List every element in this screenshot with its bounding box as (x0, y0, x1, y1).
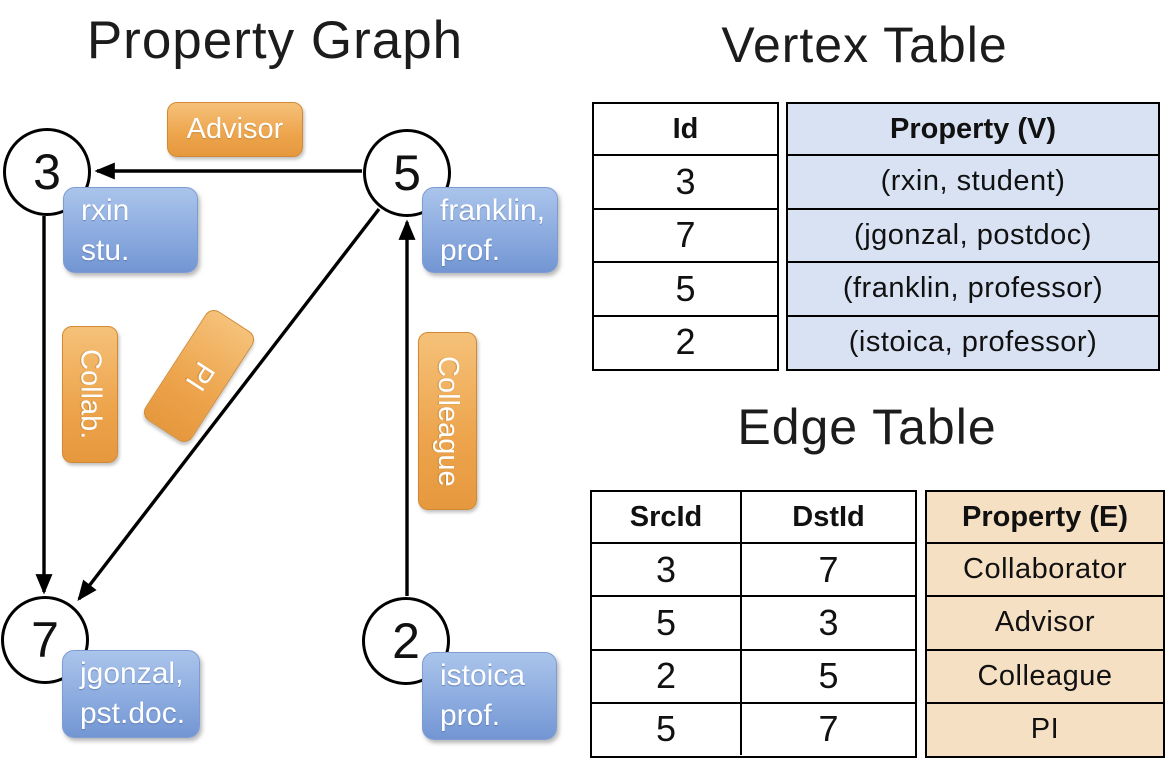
edge-table-row: 3 7 (592, 542, 915, 596)
edge-table-header-srcid: SrcId (592, 492, 742, 542)
vertex-table-id-cell: 7 (594, 207, 777, 262)
node-5-id: 5 (393, 145, 421, 201)
edge-table-header-property: Property (E) (962, 500, 1128, 533)
vertex-table-id-cell: 5 (594, 261, 777, 315)
graph-node-5: 5 (363, 129, 451, 217)
vertex-table-property-cell: (franklin, professor) (788, 261, 1158, 315)
edge-table-row: 5 7 (592, 701, 915, 755)
vertex-property-line: prof. (440, 233, 501, 267)
vertex-table-id-cell: 3 (594, 154, 777, 208)
edge-table-row: 2 5 (592, 648, 915, 702)
edge-table-dst-cell: 7 (818, 708, 839, 750)
vertex-table-id-cell: 2 (594, 314, 777, 369)
vertex-property-box-istoica: istoica prof. (422, 652, 557, 740)
edge-table-src-cell: 5 (592, 703, 742, 755)
vertex-property-box-jgonzal: jgonzal, pst.doc. (62, 650, 200, 738)
edge-table-property-cell: Colleague (927, 648, 1163, 702)
node-2-id: 2 (392, 613, 420, 669)
graph-edges-canvas (35, 162, 416, 602)
edge-table-dst-cell: 7 (818, 548, 839, 590)
edge-table-header-dstid: DstId (792, 500, 865, 533)
edge-table-id-columns: SrcId DstId 3 7 5 3 2 5 5 7 (590, 490, 917, 758)
edge-table-src-cell: 2 (592, 650, 742, 702)
graph-node-2: 2 (362, 597, 450, 685)
edge-table-dst-cell: 5 (818, 655, 839, 697)
vertex-table-property-cell: (jgonzal, postdoc) (788, 207, 1158, 262)
vertex-table-property-cell: (istoica, professor) (788, 314, 1158, 369)
edge-table-header-row: SrcId DstId (592, 492, 915, 542)
vertex-table-header-property: Property (V) (890, 112, 1056, 145)
vertex-property-line: prof. (440, 698, 501, 732)
vertex-property-line: pst.doc. (80, 696, 186, 730)
edge-arrow-5-to-7 (77, 207, 381, 602)
vertex-property-box-rxin: rxin stu. (63, 187, 198, 273)
edge-table-title: Edge Table (737, 399, 997, 455)
edge-table-property-cell: Advisor (927, 595, 1163, 648)
edge-table-row: 5 3 (592, 595, 915, 649)
vertex-table-title: Vertex Table (721, 17, 1008, 73)
edge-table-src-cell: 3 (592, 544, 742, 596)
property-graph-title: Property Graph (86, 11, 464, 70)
vertex-table-property-cell: (rxin, student) (788, 154, 1158, 208)
edge-label-advisor: Advisor (167, 102, 303, 157)
vertex-table-property-column: Property (V) (rxin, student) (jgonzal, p… (786, 102, 1160, 371)
node-3-id: 3 (33, 144, 61, 200)
edge-table-dst-cell: 3 (818, 601, 839, 643)
edge-label-colleague: Colleague (418, 332, 477, 510)
edge-table-src-cell: 5 (592, 597, 742, 649)
vertex-property-box-franklin: franklin, prof. (422, 187, 558, 273)
vertex-property-line: franklin, (440, 194, 546, 227)
node-7-id: 7 (31, 612, 59, 668)
vertex-table-id-column: Id 3 7 5 2 (592, 102, 779, 371)
edge-label-collaborator: Collab. (62, 326, 118, 463)
vertex-property-line: stu. (81, 233, 130, 267)
vertex-property-line: istoica (440, 659, 526, 692)
vertex-property-line: rxin (81, 194, 130, 227)
vertex-property-line: jgonzal, (80, 657, 184, 690)
vertex-table-header-id: Id (672, 112, 699, 145)
edge-table-property-cell: Collaborator (927, 542, 1163, 595)
edge-table-property-column: Property (E) Collaborator Advisor Collea… (925, 490, 1165, 758)
edge-table-property-cell: PI (927, 701, 1163, 755)
